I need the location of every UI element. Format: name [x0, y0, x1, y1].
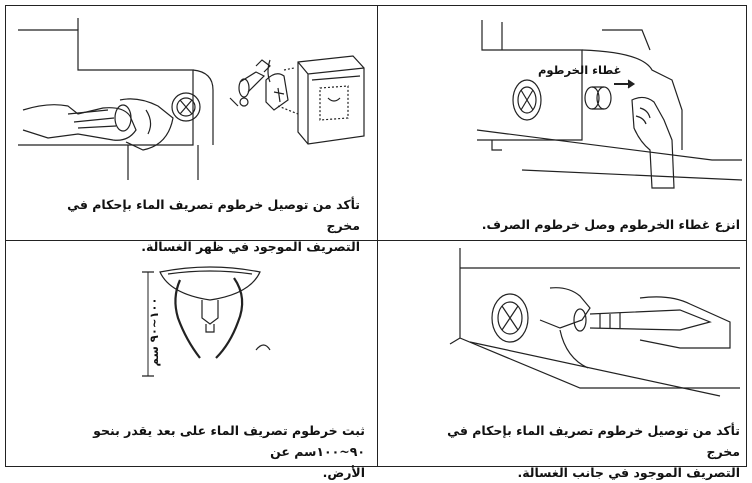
caption-bottom-left: ثبت خرطوم تصريف الماء على بعد يقدر بنحو …: [20, 420, 365, 483]
illustration-side-connection: [440, 248, 740, 398]
caption-bottom-right-line1: تأكد من توصيل خرطوم تصريف الماء بإحكام ف…: [447, 423, 740, 459]
grid-divider-vertical: [377, 5, 378, 467]
illustration-back-connection: [8, 10, 373, 190]
caption-top-right: انزع غطاء الخرطوم وصل خرطوم الصرف.: [390, 214, 740, 235]
grid-divider-horizontal: [5, 240, 747, 241]
caption-bottom-right-line2: التصريف الموجود في جانب الغسالة.: [517, 465, 740, 480]
caption-top-left-line2: التصريف الموجود في ظهر الغسالة.: [141, 239, 360, 254]
hose-cap-label: غطاء الخرطوم: [538, 63, 622, 77]
illustration-remove-cap: [382, 10, 744, 200]
caption-bottom-left-line2: الأرض.: [322, 465, 365, 480]
caption-bottom-left-line1: ثبت خرطوم تصريف الماء على بعد يقدر بنحو …: [93, 423, 365, 459]
illustration-hose-height: [130, 258, 290, 378]
caption-top-right-line1: انزع غطاء الخرطوم وصل خرطوم الصرف.: [481, 217, 740, 232]
instruction-grid: [5, 5, 747, 467]
caption-top-left: تأكد من توصيل خرطوم تصريف الماء بإحكام ف…: [60, 194, 360, 257]
height-range-label: ١٠٠~٩٠ سم: [147, 297, 161, 367]
caption-bottom-right: تأكد من توصيل خرطوم تصريف الماء بإحكام ف…: [420, 420, 740, 483]
caption-top-left-line1: تأكد من توصيل خرطوم تصريف الماء بإحكام ف…: [67, 197, 360, 233]
